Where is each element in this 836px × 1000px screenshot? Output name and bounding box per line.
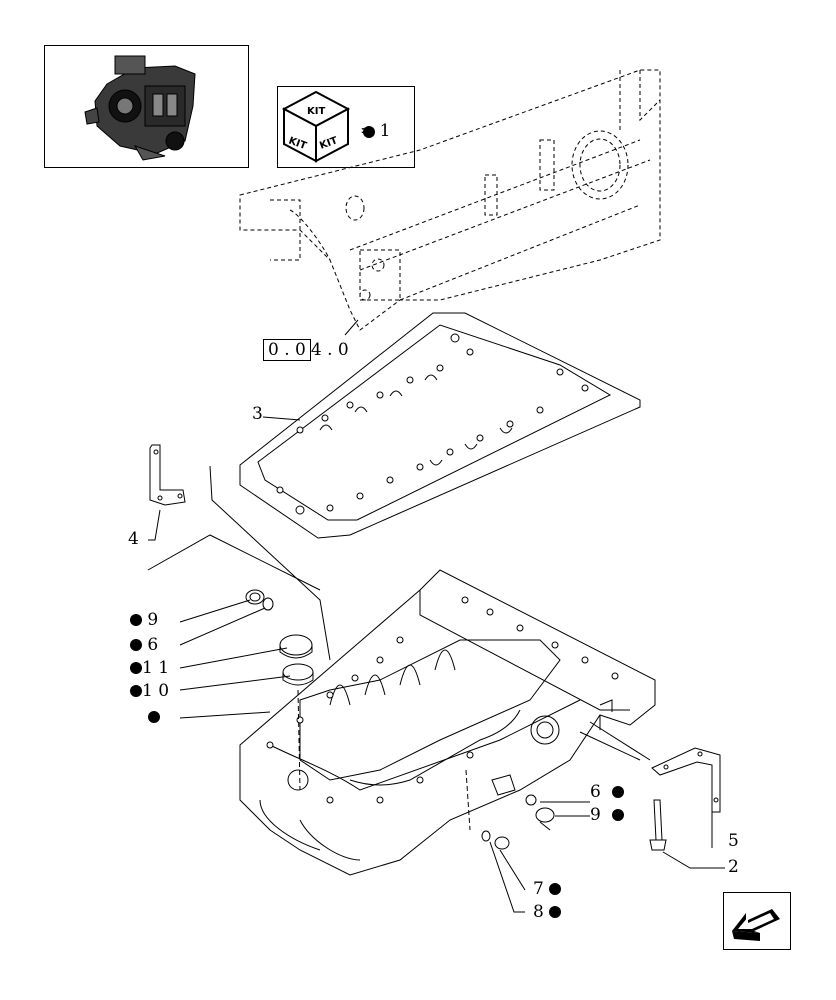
kit-dot-icon [130,685,142,697]
engine-block-outline [239,69,661,331]
next-page-arrow-icon [732,909,780,941]
oil-pan [239,569,656,876]
bracket-part-5 [651,747,721,813]
callout-7[interactable]: 7 [533,880,562,898]
gasket-part-3 [239,312,641,539]
kit-dot-icon [363,126,375,138]
callout-3[interactable]: 3 [252,404,263,424]
ring-part-10 [282,663,314,686]
callout-6-right[interactable]: 6 [590,783,624,801]
kit-dot-icon [130,662,142,674]
engine-thumbnail-icon [84,55,196,161]
kit-dot-icon [130,614,142,626]
kit-dot-icon [611,786,624,798]
reference-subgroup-code: 4 . 0 [310,340,349,360]
callout-5[interactable]: 5 [728,831,739,851]
reference-group-code: 0 . 0 [263,339,311,361]
cap-part-11 [279,634,313,659]
next-page-button[interactable] [723,892,791,950]
kit-dot-icon [130,639,142,651]
plug-part-9-right [535,807,555,831]
seal-part-7 [481,830,491,842]
callout-9-right[interactable]: 9 [590,806,624,824]
callout-8[interactable]: 8 [533,903,562,921]
engine-thumbnail [44,45,249,168]
plug-part-8 [494,836,510,850]
callout-kit-only[interactable] [148,708,160,726]
callout-6-left[interactable]: 6 [130,636,158,654]
callout-4[interactable]: 4 [128,529,139,549]
seal-part-6-left [262,597,274,611]
bolt-part-2 [649,799,667,851]
plug-part-9-left [245,589,265,605]
kit-quantity: = 1 [360,121,391,141]
callout-10[interactable]: 1 0 [130,682,169,700]
seal-part-6-right [525,794,537,806]
kit-legend: KIT KIT KIT [277,86,415,168]
kit-dot-icon [549,906,562,918]
leader-lines [147,319,725,913]
kit-dot-icon [611,809,624,821]
kit-top-label: KIT [307,106,325,117]
callout-11[interactable]: 1 1 [130,659,169,677]
kit-dot-icon [148,711,160,723]
callout-9-left[interactable]: 9 [130,611,158,629]
kit-dot-icon [549,883,562,895]
kit-box-icon: KIT KIT KIT [281,90,375,163]
callout-2[interactable]: 2 [728,857,739,877]
bracket-part-4 [149,444,186,506]
